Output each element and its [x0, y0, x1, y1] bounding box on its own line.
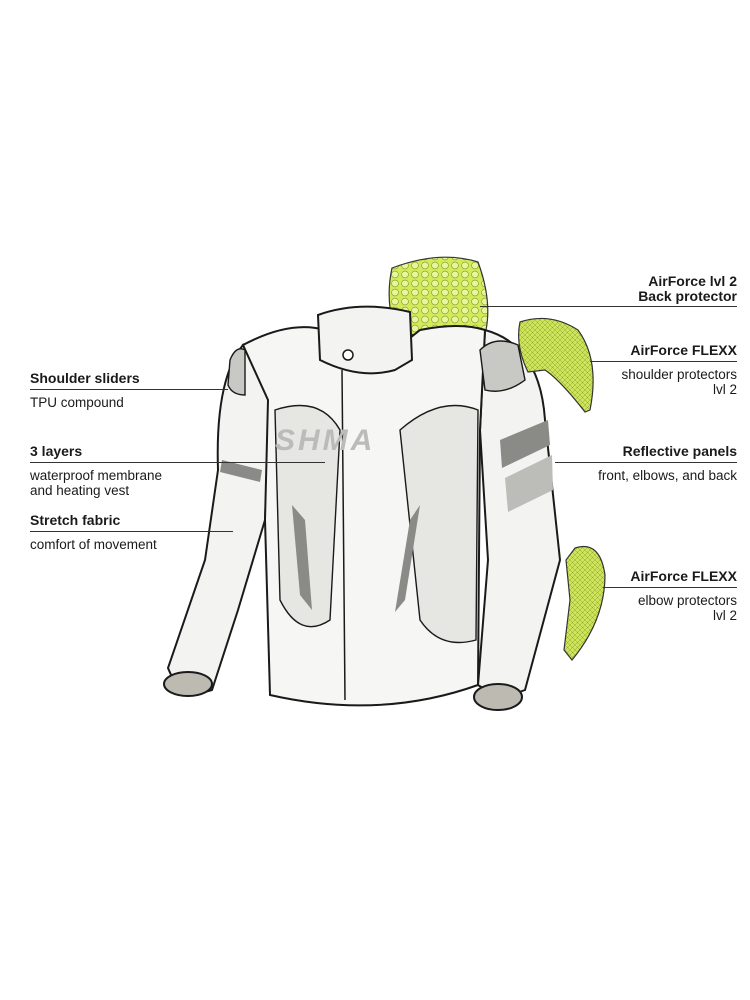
- label-title: AirForce FLEXX: [630, 342, 737, 358]
- label-stretch-fabric: Stretch fabric comfort of movement: [30, 512, 157, 553]
- label-desc: comfort of movement: [30, 537, 157, 552]
- label-desc: lvl 2: [712, 382, 737, 397]
- label-elbow-protectors: AirForce FLEXX elbow protectors lvl 2: [630, 568, 737, 624]
- leader-line: [30, 462, 325, 464]
- svg-text:SHMA: SHMA: [275, 424, 375, 457]
- label-desc: elbow protectors: [637, 593, 737, 608]
- label-shoulder-protectors: AirForce FLEXX shoulder protectors lvl 2: [621, 342, 737, 398]
- label-desc: and heating vest: [30, 483, 130, 498]
- label-title: AirForce FLEXX: [630, 568, 737, 584]
- label-reflective-panels: Reflective panels front, elbows, and bac…: [598, 443, 737, 484]
- label-title: Back protector: [638, 288, 737, 304]
- label-back-protector: AirForce lvl 2 Back protector: [638, 274, 737, 304]
- label-desc: front, elbows, and back: [598, 468, 737, 483]
- label-3-layers: 3 layers waterproof membrane and heating…: [30, 443, 163, 499]
- shoulder-slider-icon: [227, 348, 246, 396]
- leader-line: [555, 462, 737, 464]
- left-sleeve: [166, 343, 272, 694]
- label-desc: lvl 2: [712, 608, 737, 623]
- collar: [316, 305, 414, 375]
- shoulder-protector: [518, 317, 594, 413]
- label-title: 3 layers: [30, 443, 83, 459]
- leader-line: [603, 587, 737, 589]
- elbow-protector: [563, 546, 606, 661]
- label-title: AirForce lvl 2: [648, 273, 737, 289]
- label-title: Shoulder sliders: [30, 370, 140, 386]
- label-desc: shoulder protectors: [621, 367, 737, 382]
- leader-line: [590, 361, 737, 363]
- leader-line: [30, 531, 233, 533]
- label-title: Stretch fabric: [30, 512, 121, 528]
- label-desc: waterproof membrane: [30, 468, 163, 483]
- leader-line: [480, 306, 737, 308]
- label-shoulder-sliders: Shoulder sliders TPU compound: [30, 370, 140, 411]
- label-desc: TPU compound: [30, 395, 124, 410]
- leader-line: [30, 389, 228, 391]
- label-title: Reflective panels: [622, 443, 737, 459]
